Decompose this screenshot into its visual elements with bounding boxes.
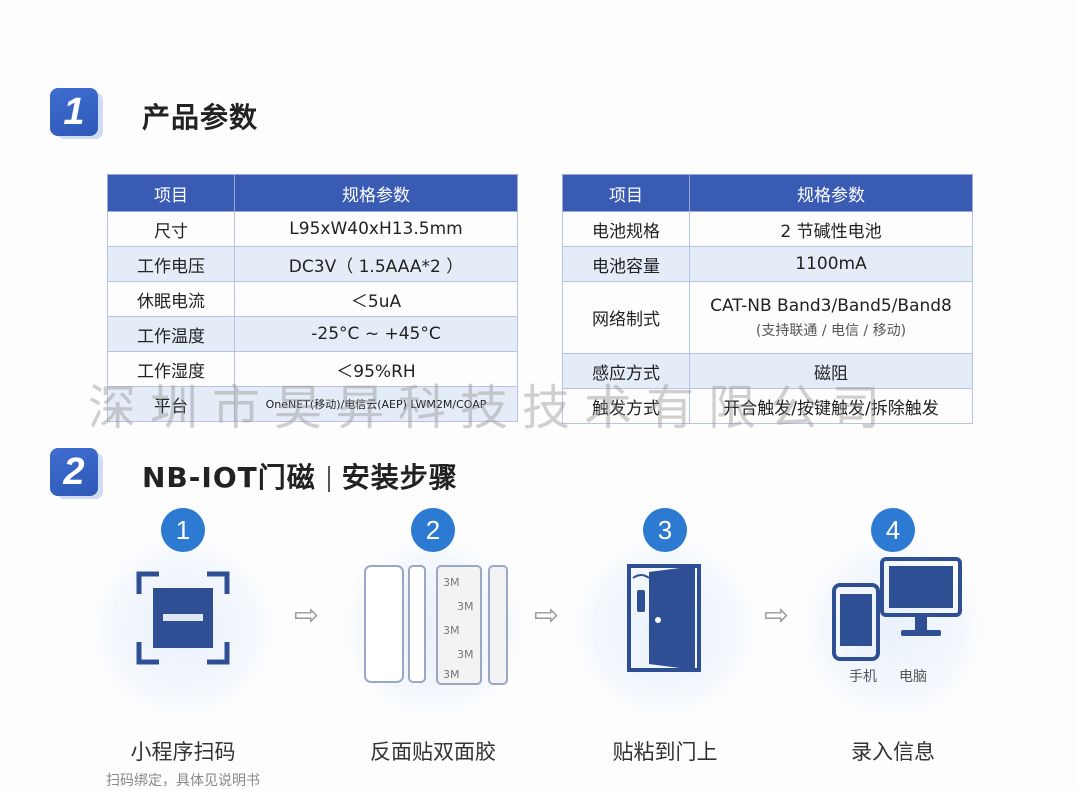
table-row: 尺寸 L95xW40xH13.5mm xyxy=(107,211,518,247)
table-cell: 休眠电流 xyxy=(107,281,235,317)
table-header: 规格参数 xyxy=(234,174,518,212)
table-row: 感应方式 磁阻 xyxy=(562,353,973,389)
table-row: 电池容量 1100mA xyxy=(562,246,973,282)
step-number-badge: 4 xyxy=(871,508,915,552)
table-header: 项目 xyxy=(107,174,235,212)
table-header: 项目 xyxy=(562,174,690,212)
table-cell: ＜95%RH xyxy=(234,351,518,387)
step-label: 录入信息 xyxy=(851,740,935,764)
section-2-number: 2 xyxy=(63,450,85,493)
step-note: 扫码绑定，具体见说明书 xyxy=(106,773,260,789)
section-2-title: NB-IOT门磁安装步骤 xyxy=(142,456,458,496)
table-cell: L95xW40xH13.5mm xyxy=(234,211,518,247)
phone-caption: 手机 xyxy=(849,669,877,685)
arrow-right-icon: ⇨ xyxy=(294,598,320,633)
table-cell: 工作温度 xyxy=(107,316,235,352)
step-number-badge: 3 xyxy=(643,508,687,552)
tape-label: 3M xyxy=(443,668,460,681)
table-cell: 电池规格 xyxy=(562,211,690,247)
table-header: 规格参数 xyxy=(689,174,973,212)
table-cell: 电池容量 xyxy=(562,246,690,282)
step-number-badge: 2 xyxy=(411,508,455,552)
network-carriers: (支持联通 / 电信 / 移动) xyxy=(755,322,907,339)
table-cell: -25°C ~ +45°C xyxy=(234,316,518,352)
table-cell: DC3V（ 1.5AAA*2 ） xyxy=(234,246,518,282)
table-cell: ＜5uA xyxy=(234,281,518,317)
qr-scan-icon xyxy=(136,571,230,665)
spec-table-left: 项目 规格参数 尺寸 L95xW40xH13.5mm 工作电压 DC3V（ 1.… xyxy=(107,174,518,422)
tape-label: 3M xyxy=(443,624,460,637)
section-2-badge: 2 xyxy=(50,448,98,496)
network-bands: CAT-NB Band3/Band5/Band8 xyxy=(710,295,952,316)
table-row: 工作湿度 ＜95%RH xyxy=(107,351,518,387)
table-cell: 感应方式 xyxy=(562,353,690,389)
table-row: 工作温度 -25°C ~ +45°C xyxy=(107,316,518,352)
step-label: 贴粘到门上 xyxy=(612,740,718,764)
table-row: 工作电压 DC3V（ 1.5AAA*2 ） xyxy=(107,246,518,282)
table-header-row: 项目 规格参数 xyxy=(107,174,518,212)
table-cell: 磁阻 xyxy=(689,353,973,389)
arrow-right-icon: ⇨ xyxy=(534,598,560,633)
tape-label: 3M xyxy=(443,576,460,589)
arrow-right-icon: ⇨ xyxy=(764,598,790,633)
table-cell: 工作电压 xyxy=(107,246,235,282)
table-cell: 开合触发/按键触发/拆除触发 xyxy=(689,388,973,424)
door-icon xyxy=(627,564,701,672)
table-row: 触发方式 开合触发/按键触发/拆除触发 xyxy=(562,388,973,424)
computer-caption: 电脑 xyxy=(899,669,927,685)
table-cell: 网络制式 xyxy=(562,281,690,354)
step-label: 反面贴双面胶 xyxy=(370,740,496,764)
section-2-title-product: NB-IOT门磁 xyxy=(142,461,316,494)
table-cell: 工作湿度 xyxy=(107,351,235,387)
section-1-title: 产品参数 xyxy=(142,101,259,134)
table-cell: 2 节碱性电池 xyxy=(689,211,973,247)
step-label: 小程序扫码 xyxy=(130,740,236,764)
table-cell: OneNET(移动)/电信云(AEP) LWM2M/COAP xyxy=(234,386,518,422)
table-row: 平台 OneNET(移动)/电信云(AEP) LWM2M/COAP xyxy=(107,386,518,422)
section-2-title-steps: 安装步骤 xyxy=(341,461,458,494)
phone-icon xyxy=(832,583,880,661)
table-cell: CAT-NB Band3/Band5/Band8 (支持联通 / 电信 / 移动… xyxy=(689,281,973,354)
table-row: 网络制式 CAT-NB Band3/Band5/Band8 (支持联通 / 电信… xyxy=(562,281,973,354)
adhesive-tape-icon: 3M 3M 3M 3M 3M xyxy=(436,565,508,685)
table-header-row: 项目 规格参数 xyxy=(562,174,973,212)
tape-label: 3M xyxy=(457,600,474,613)
spec-table-right: 项目 规格参数 电池规格 2 节碱性电池 电池容量 1100mA 网络制式 CA… xyxy=(562,174,973,424)
computer-icon xyxy=(880,557,962,636)
table-cell: 触发方式 xyxy=(562,388,690,424)
tape-label: 3M xyxy=(457,648,474,661)
table-cell: 尺寸 xyxy=(107,211,235,247)
table-row: 休眠电流 ＜5uA xyxy=(107,281,518,317)
door-sensor-icon xyxy=(364,565,426,683)
table-cell: 平台 xyxy=(107,386,235,422)
table-row: 电池规格 2 节碱性电池 xyxy=(562,211,973,247)
table-cell: 1100mA xyxy=(689,246,973,282)
section-1-number: 1 xyxy=(63,90,85,133)
title-separator xyxy=(327,466,330,492)
step-number-badge: 1 xyxy=(161,508,205,552)
section-1-badge: 1 xyxy=(50,88,98,136)
